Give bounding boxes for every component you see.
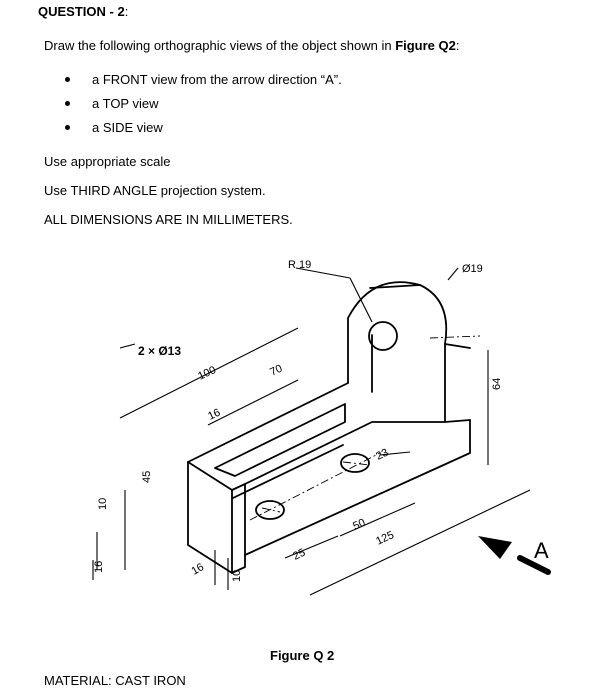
dim-r19: R 19 bbox=[288, 259, 311, 271]
note-units: ALL DIMENSIONS ARE IN MILLIMETERS. bbox=[44, 212, 293, 227]
arrow-a-head bbox=[478, 536, 512, 559]
dimension-lines bbox=[92, 267, 531, 596]
centerlines bbox=[249, 335, 481, 521]
base-plate-top-edge bbox=[187, 382, 349, 463]
arrow-a-shaft bbox=[517, 555, 551, 575]
upright-hole bbox=[368, 321, 398, 351]
dim-100: 100 bbox=[196, 364, 218, 383]
bullet-dot bbox=[65, 77, 70, 83]
dim-10-bottom: 10 bbox=[231, 570, 243, 582]
base-plate-outline bbox=[187, 419, 471, 574]
dim-holes: 2 × Ø13 bbox=[138, 344, 181, 358]
note-scale: Use appropriate scale bbox=[44, 154, 171, 169]
base-slot bbox=[214, 403, 346, 477]
dim-45: 45 bbox=[141, 471, 153, 483]
dim-dia19: Ø19 bbox=[462, 263, 483, 275]
dim-16-top: 16 bbox=[206, 407, 222, 423]
dim-64: 64 bbox=[491, 378, 503, 390]
dim-50: 50 bbox=[351, 517, 367, 533]
upright-wall-outline bbox=[347, 281, 471, 423]
ledge-edge bbox=[244, 421, 446, 485]
question-title: QUESTION - 2: bbox=[38, 4, 129, 19]
dim-125: 125 bbox=[374, 529, 396, 548]
material-note: MATERIAL: CAST IRON bbox=[44, 673, 186, 688]
dim-23: 23 bbox=[374, 447, 390, 463]
dim-70: 70 bbox=[268, 363, 284, 379]
dim-16-left: 16 bbox=[93, 561, 105, 573]
bullet-side-view: a SIDE view bbox=[65, 120, 163, 135]
dim-25: 25 bbox=[291, 547, 307, 563]
arrow-a-label: A bbox=[534, 538, 549, 563]
note-projection: Use THIRD ANGLE projection system. bbox=[44, 183, 266, 198]
base-plate-front-edge bbox=[187, 461, 233, 574]
bullet-dot bbox=[65, 125, 70, 131]
isometric-drawing: R 19 Ø19 2 × Ø13 100 70 16 45 10 16 16 1… bbox=[92, 259, 551, 596]
bullet-front-view: a FRONT view from the arrow direction “A… bbox=[65, 72, 342, 87]
base-hole-left bbox=[255, 500, 285, 520]
upright-side-edge bbox=[444, 343, 471, 349]
arrow-a-indicator bbox=[478, 536, 551, 575]
question-instruction: Draw the following orthographic views of… bbox=[44, 38, 460, 53]
bullet-top-view: a TOP view bbox=[65, 96, 158, 111]
slot-inner-line bbox=[232, 444, 344, 499]
dim-16-bottom: 16 bbox=[190, 561, 207, 578]
dim-10-left: 10 bbox=[97, 498, 109, 510]
figure-reference: Figure Q2 bbox=[395, 38, 456, 53]
bullet-dot bbox=[65, 101, 70, 107]
base-hole-right bbox=[340, 453, 370, 473]
figure-caption: Figure Q 2 bbox=[270, 648, 335, 663]
upright-top-edge bbox=[369, 284, 421, 289]
